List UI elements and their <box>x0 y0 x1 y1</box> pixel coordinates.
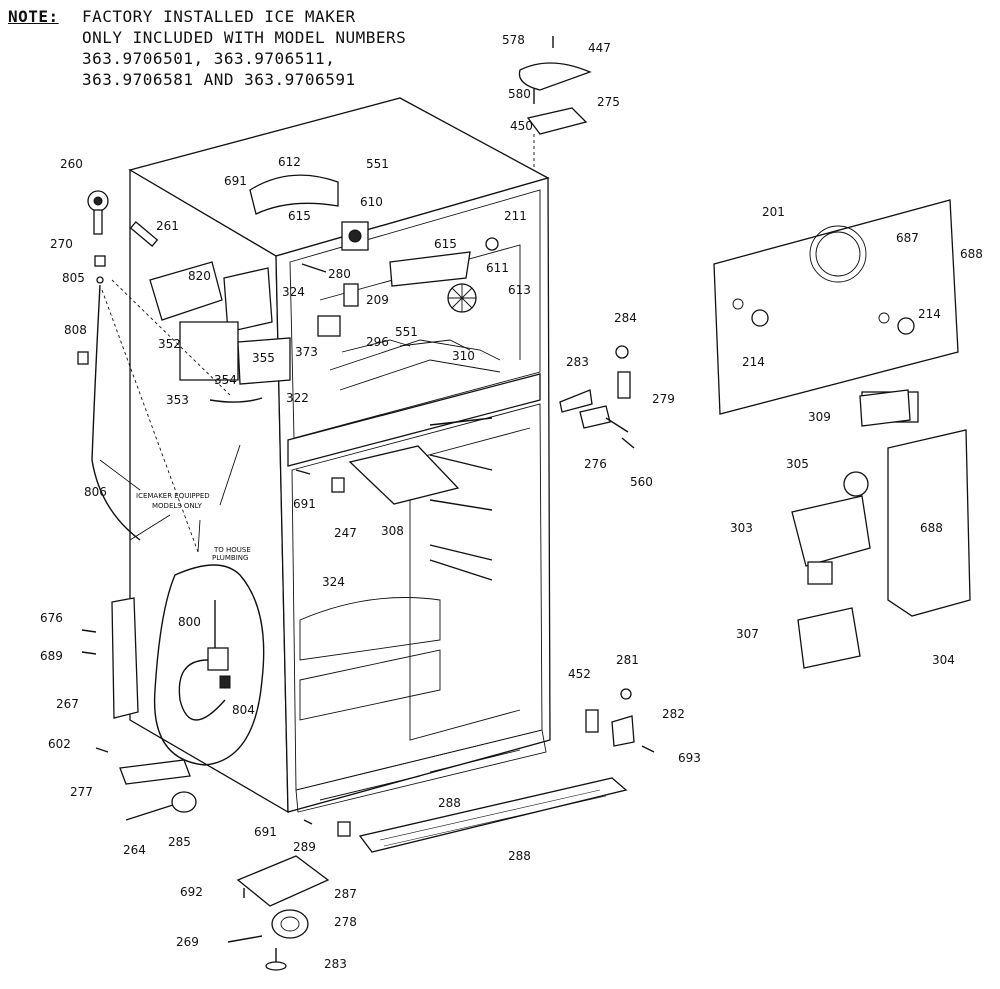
dispenser-parts <box>791 391 971 669</box>
part-label-269: 269 <box>176 935 199 949</box>
part-label-283: 283 <box>566 355 589 369</box>
part-label-800: 800 <box>178 615 201 629</box>
part-label-211: 211 <box>504 209 527 223</box>
callout-icemaker-line-1: ICEMAKER EQUIPPED <box>136 492 210 500</box>
part-label-282: 282 <box>662 707 685 721</box>
part-label-578: 578 <box>502 33 525 47</box>
part-label-611: 611 <box>486 261 509 275</box>
part-label-612: 612 <box>278 155 301 169</box>
part-label-309: 309 <box>808 410 831 424</box>
part-label-289: 289 <box>293 840 316 854</box>
part-label-804: 804 <box>232 703 255 717</box>
part-label-692: 692 <box>180 885 203 899</box>
part-label-450: 450 <box>510 119 533 133</box>
part-label-296: 296 <box>366 335 389 349</box>
note-line-3: 363.9706501, 363.9706511, <box>82 49 336 68</box>
part-label-310: 310 <box>452 349 475 363</box>
part-label-288: 288 <box>508 849 531 863</box>
part-label-201: 201 <box>762 205 785 219</box>
part-label-615: 615 <box>288 209 311 223</box>
part-label-276: 276 <box>584 457 607 471</box>
note-line-4: 363.9706581 AND 363.9706591 <box>82 70 356 89</box>
part-label-270: 270 <box>50 237 73 251</box>
callout-icemaker-line-2: MODELS ONLY <box>152 502 203 510</box>
part-label-277: 277 <box>70 785 93 799</box>
part-label-322: 322 <box>286 391 309 405</box>
part-label-693: 693 <box>678 751 701 765</box>
part-label-610: 610 <box>360 195 383 209</box>
part-number-labels: 578 447 580 275 450 260 261 270 805 808 806 612 551 6… <box>40 33 983 971</box>
part-label-688: 688 <box>960 247 983 261</box>
callout-arrows <box>99 444 241 553</box>
part-label-688: 688 <box>920 521 943 535</box>
callout-plumbing-line-1: TO HOUSE <box>213 546 251 554</box>
part-label-691: 691 <box>293 497 316 511</box>
part-label-304: 304 <box>932 653 955 667</box>
part-label-580: 580 <box>508 87 531 101</box>
note-line-2: ONLY INCLUDED WITH MODEL NUMBERS <box>82 28 407 47</box>
back-panel-assembly <box>713 199 959 415</box>
part-label-275: 275 <box>597 95 620 109</box>
part-label-303: 303 <box>730 521 753 535</box>
part-label-267: 267 <box>56 697 79 711</box>
part-label-687: 687 <box>896 231 919 245</box>
part-label-287: 287 <box>334 887 357 901</box>
part-label-805: 805 <box>62 271 85 285</box>
freezer-parts <box>249 174 499 353</box>
part-label-279: 279 <box>652 392 675 406</box>
part-label-278: 278 <box>334 915 357 929</box>
icemaker-callout: ICEMAKER EQUIPPED MODELS ONLY TO HOUSE P… <box>136 492 251 562</box>
part-label-324: 324 <box>322 575 345 589</box>
part-label-209: 209 <box>366 293 389 307</box>
part-label-261: 261 <box>156 219 179 233</box>
note-prefix: NOTE: <box>8 7 59 26</box>
part-label-324: 324 <box>282 285 305 299</box>
part-label-283: 283 <box>324 957 347 971</box>
part-label-260: 260 <box>60 157 83 171</box>
callout-plumbing-line-2: PLUMBING <box>212 554 248 562</box>
top-hinge-assembly <box>518 36 592 170</box>
part-label-353: 353 <box>166 393 189 407</box>
part-label-373: 373 <box>295 345 318 359</box>
part-label-806: 806 <box>84 485 107 499</box>
part-label-284: 284 <box>614 311 637 325</box>
part-label-691: 691 <box>254 825 277 839</box>
part-label-820: 820 <box>188 269 211 283</box>
part-label-615: 615 <box>434 237 457 251</box>
part-label-285: 285 <box>168 835 191 849</box>
icemaker-assembly <box>77 190 291 553</box>
part-label-355: 355 <box>252 351 275 365</box>
part-label-214: 214 <box>742 355 765 369</box>
part-label-354: 354 <box>214 373 237 387</box>
part-label-452: 452 <box>568 667 591 681</box>
part-label-305: 305 <box>786 457 809 471</box>
part-label-689: 689 <box>40 649 63 663</box>
refrigerator-cabinet <box>128 97 551 814</box>
part-label-551: 551 <box>395 325 418 339</box>
part-label-288: 288 <box>438 796 461 810</box>
part-label-247: 247 <box>334 526 357 540</box>
part-label-264: 264 <box>123 843 146 857</box>
shelf-rails <box>429 417 493 581</box>
part-label-352: 352 <box>158 337 181 351</box>
part-label-307: 307 <box>736 627 759 641</box>
plumbing-detail-bubble <box>153 564 265 766</box>
part-label-691: 691 <box>224 174 247 188</box>
part-label-447: 447 <box>588 41 611 55</box>
part-label-808: 808 <box>64 323 87 337</box>
part-label-613: 613 <box>508 283 531 297</box>
part-label-281: 281 <box>616 653 639 667</box>
note-line-1: FACTORY INSTALLED ICE MAKER <box>82 7 356 26</box>
part-label-214: 214 <box>918 307 941 321</box>
part-label-308: 308 <box>381 524 404 538</box>
hardware-parts <box>81 345 911 971</box>
part-label-602: 602 <box>48 737 71 751</box>
part-label-560: 560 <box>630 475 653 489</box>
part-label-551: 551 <box>366 157 389 171</box>
part-label-676: 676 <box>40 611 63 625</box>
part-label-280: 280 <box>328 267 351 281</box>
